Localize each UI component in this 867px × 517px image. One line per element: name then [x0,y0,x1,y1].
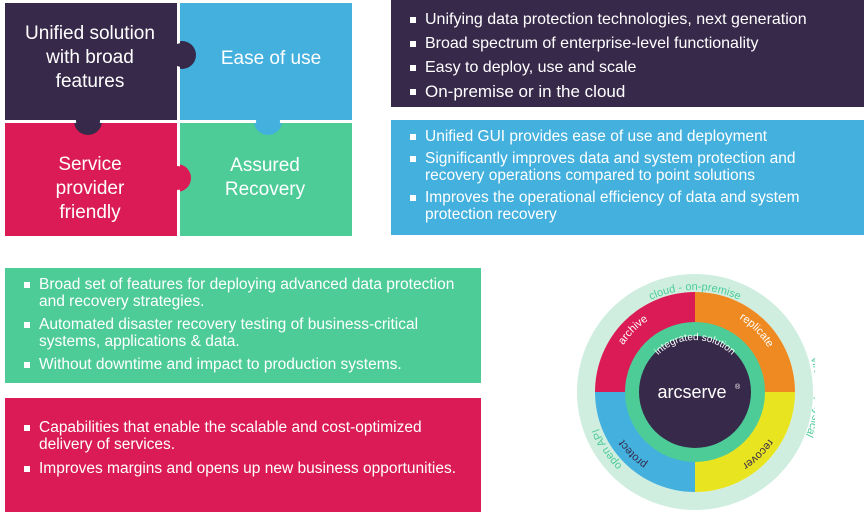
puzzle-piece-unified [5,3,177,120]
puzzle-graphic: Unified solution with broad features Eas… [0,0,360,240]
puzzle-gap-v [177,3,180,236]
list-item: Broad set of features for deploying adva… [19,276,467,310]
list-item: Unifying data protection technologies, n… [405,11,850,28]
puzzle-knob-top-fill [170,43,194,67]
list-item: Improves margins and opens up new busine… [19,460,467,477]
puzzle-label-unified: Unified solution with broad features [25,23,155,92]
puzzle-knob-left-fill [76,109,100,133]
puzzle-piece-ease [180,3,352,120]
feature-box-assured: Broad set of features for deploying adva… [5,268,481,383]
puzzle-piece-service [5,123,177,236]
feature-box-ease: Unified GUI provides ease of use and dep… [391,120,864,235]
wheel-center [639,336,751,448]
puzzle-piece-assured [180,123,352,236]
puzzle-gap-h [5,120,352,123]
list-item: Broad spectrum of enterprise-level funct… [405,35,850,52]
puzzle-pieces [5,3,352,236]
trademark-mark: ® [735,383,741,391]
puzzle-label-service: Service provider friendly [55,154,125,223]
list-item: Capabilities that enable the scalable an… [19,419,467,453]
puzzle-label-assured: Assured Recovery [224,155,306,200]
feature-box-unified: Unifying data protection technologies, n… [391,0,864,107]
list-item: Automated disaster recovery testing of b… [19,316,467,350]
feature-box-service: Capabilities that enable the scalable an… [5,398,481,512]
list-item: On-premise or in the cloud [405,83,850,100]
list-item: Without downtime and impact to productio… [19,356,467,373]
list-item: Improves the operational efficiency of d… [405,189,850,223]
list-item: Easy to deploy, use and scale [405,59,850,76]
arcserve-logo: arcserve [657,382,726,402]
puzzle-knob-bottom-fill [165,166,189,190]
puzzle-label-ease: Ease of use [220,48,322,69]
puzzle-knob-right-fill [256,109,280,133]
wheel-graphic: cloud - on-premise virtual - physical op… [577,274,825,510]
arcserve-wheel: cloud - on-premise virtual - physical op… [575,272,825,512]
list-item: Significantly improves data and system p… [405,150,850,184]
list-item: Unified GUI provides ease of use and dep… [405,128,850,145]
